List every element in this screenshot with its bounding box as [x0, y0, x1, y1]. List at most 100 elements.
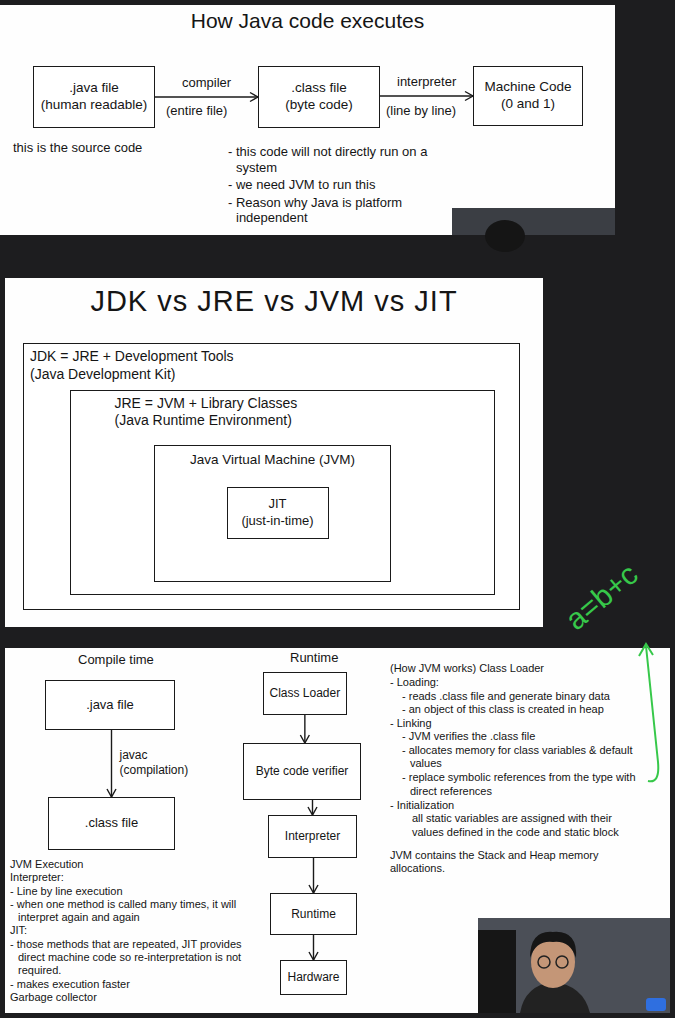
panel [5, 278, 543, 627]
arrow-connector [300, 715, 309, 743]
stage-box: Class Loader [263, 672, 348, 715]
arrow-head [309, 952, 318, 960]
webcam-frame [478, 918, 670, 1013]
note-text: JVM Execution [10, 858, 250, 871]
edge-label: interpreter [397, 74, 456, 90]
note-column: (How JVM works) Class Loader- Loading:- … [390, 662, 643, 875]
note-text: - when one method is called many times, … [10, 898, 250, 925]
box-title: Machine Code [484, 79, 571, 96]
process-box: Machine Code(0 and 1) [473, 66, 583, 126]
note-text: Runtime [290, 650, 338, 666]
note-text: (entire file) [166, 103, 227, 119]
container-box: JDK = JRE + Development Tools(Java Devel… [23, 343, 520, 610]
note-text: Interpreter: [10, 871, 250, 884]
handwritten-annotation: a=b+c [558, 556, 645, 637]
note-text: - Initialization [390, 799, 643, 812]
arrow-connector [309, 935, 318, 960]
arrow-connector [155, 93, 258, 102]
box-subtitle: (Java Runtime Environment) [115, 412, 488, 430]
box-title: .class file [291, 80, 347, 97]
diagram-title: How Java code executes [0, 8, 615, 33]
container-box: JRE = JVM + Library Classes(Java Runtime… [70, 390, 495, 595]
connector-line [313, 935, 314, 960]
note-text: - Reason why Java is platform independen… [228, 195, 433, 226]
stage-box: Hardware [280, 960, 347, 995]
note-text: (line by line) [386, 103, 456, 119]
note-text: (How JVM works) Class Loader [390, 662, 643, 675]
webcam-thumbnail [478, 918, 670, 1013]
webcam-chair [478, 930, 516, 1013]
note-text: - Line by line execution [10, 885, 250, 898]
connector-line [313, 858, 314, 893]
note-text: all static variables are assigned with t… [390, 812, 643, 839]
box-title: Class Loader [270, 686, 341, 701]
arrow-connector [308, 800, 317, 815]
box-title: .class file [85, 815, 138, 831]
file-box: .class file [48, 797, 175, 850]
arrow-head [250, 93, 258, 102]
note-column: - this code will not directly run on a s… [228, 144, 433, 226]
annotation-line [646, 646, 658, 781]
note-text: - an object of this class is created in … [390, 703, 643, 716]
arrow-head [308, 807, 317, 815]
component-box: JIT(just-in-time) [227, 487, 329, 539]
note-text: this is the source code [13, 140, 142, 156]
file-box: .java file [45, 680, 175, 730]
box-subtitle: (Java Development Kit) [30, 366, 513, 384]
process-box: .class file(byte code) [258, 66, 380, 128]
connector-line [304, 715, 305, 743]
arrow-connector [107, 730, 116, 797]
process-box: .java file(human readable) [33, 66, 155, 128]
note-text: - we need JVM to run this [228, 177, 433, 193]
stage-box: Interpreter [268, 815, 357, 858]
box-subtitle: (just-in-time) [241, 513, 313, 529]
note-text: - Loading: [390, 676, 643, 689]
note-text: Garbage collector [10, 991, 250, 1004]
note-text: Compile time [78, 652, 154, 668]
stage-box: Byte code verifier [243, 743, 361, 800]
edge-label: compiler [182, 75, 231, 91]
box-title: Runtime [291, 907, 336, 922]
connector-line [155, 96, 258, 97]
annotation-arrow [639, 644, 658, 781]
note-text: - makes execution faster [10, 978, 250, 991]
note-text: JVM contains the Stack and Heap memory a… [390, 849, 643, 876]
arrow-connector [380, 92, 473, 101]
box-title: Java Virtual Machine (JVM) [161, 452, 384, 469]
arrow-connector [309, 858, 318, 893]
webcam-glasses [538, 956, 550, 968]
edge-label: javac (compilation) [120, 748, 205, 779]
note-text: - Linking [390, 717, 643, 730]
box-title: .java file [86, 697, 134, 713]
connector-line [380, 95, 473, 96]
box-subtitle: (0 and 1) [501, 96, 555, 113]
webcam-thumbnail [452, 208, 615, 252]
box-title: .java file [69, 80, 119, 97]
box-title: Interpreter [285, 829, 340, 844]
arrow-head [300, 735, 309, 743]
webcam-head [485, 220, 525, 252]
note-text: - this code will not directly run on a s… [228, 144, 433, 175]
note-text: - JVM verifies the .class file [390, 730, 643, 743]
container-box: Java Virtual Machine (JVM) JIT(just-in-ti… [154, 445, 391, 582]
arrow-head [309, 885, 318, 893]
note-text: JIT: [10, 924, 250, 937]
section-heading: JDK vs JRE vs JVM vs JIT [5, 284, 543, 319]
note-column: JVM ExecutionInterpreter:- Line by line … [10, 858, 250, 1004]
badge-icon [646, 998, 666, 1011]
box-title: Hardware [287, 970, 339, 985]
panel [0, 5, 615, 235]
box-subtitle: (byte code) [285, 97, 353, 114]
webcam-frame [452, 208, 615, 235]
annotation-head [639, 644, 653, 656]
note-text: - those methods that are repeated, JIT p… [10, 938, 250, 978]
box-title: JDK = JRE + Development Tools [30, 348, 513, 366]
note-text: - reads .class file and generate binary … [390, 690, 643, 703]
connector-line [111, 730, 112, 797]
arrow-head [465, 92, 473, 101]
webcam-glasses [556, 956, 568, 968]
box-title: Byte code verifier [256, 764, 349, 779]
arrow-head [107, 789, 116, 797]
box-subtitle: (human readable) [41, 97, 148, 114]
box-title: JRE = JVM + Library Classes [115, 395, 488, 413]
